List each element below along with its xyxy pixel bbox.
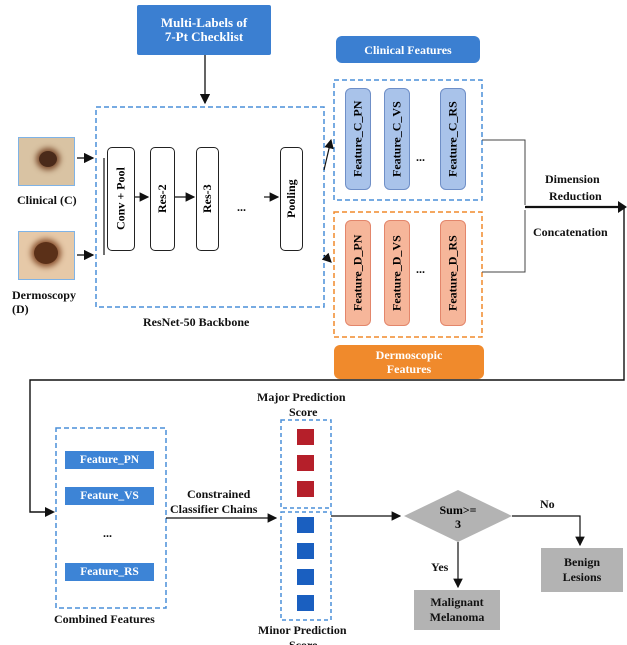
clinical-feature-ellipsis: ... [416, 150, 425, 164]
dermoscopy-image [18, 231, 75, 280]
feature-c-pn: Feature_C_PN [345, 88, 371, 190]
combined-feature-rs: Feature_RS [65, 563, 154, 581]
malignant-melanoma-box: Malignant Melanoma [414, 590, 500, 630]
dimension-label-line1: Dimension [545, 172, 600, 186]
multilabel-line2: 7-Pt Checklist [164, 29, 244, 44]
clinical-image [18, 137, 75, 186]
minor-score-square [297, 569, 314, 585]
dermoscopic-feature-ellipsis: ... [416, 262, 425, 276]
combined-features-caption: Combined Features [54, 612, 155, 626]
minor-score-square [297, 517, 314, 533]
feature-d-rs: Feature_D_RS [440, 220, 466, 326]
minor-score-label-line1: Minor Prediction [258, 623, 347, 637]
feature-d-vs: Feature_D_VS [384, 220, 410, 326]
dermoscopic-feature-frame [333, 211, 483, 338]
decision-condition: Sum>= 3 [439, 503, 477, 531]
benign-lesions-box: Benign Lesions [541, 548, 623, 592]
combined-feature-vs: Feature_VS [65, 487, 154, 505]
backbone-block-conv-pool: Conv + Pool [107, 147, 135, 251]
major-score-frame [280, 419, 332, 509]
feature-c-rs: Feature_C_RS [440, 88, 466, 190]
feature-d-pn: Feature_D_PN [345, 220, 371, 326]
combined-feature-pn: Feature_PN [65, 451, 154, 469]
major-score-label-line2: Score [289, 405, 318, 419]
multilabel-line1: Multi-Labels of [160, 15, 248, 30]
backbone-caption: ResNet-50 Backbone [143, 315, 250, 329]
no-label: No [540, 497, 555, 511]
minor-score-frame [280, 511, 332, 621]
concatenation-label: Concatenation [533, 225, 608, 239]
yes-label: Yes [431, 560, 449, 574]
classifier-line1: Constrained [187, 487, 251, 501]
dermoscopic-features-title: Dermoscopic Features [334, 345, 484, 379]
major-score-square [297, 455, 314, 471]
backbone-ellipsis: ... [237, 200, 246, 214]
clinical-input-label: Clinical (C) [17, 193, 77, 207]
multilabel-box: Multi-Labels of 7-Pt Checklist [137, 5, 271, 55]
minor-score-label-line2: Score [289, 638, 318, 645]
minor-score-square [297, 543, 314, 559]
major-score-square [297, 429, 314, 445]
dimension-label-line2: Reduction [549, 189, 602, 203]
backbone-block-pooling: Pooling [280, 147, 303, 251]
classifier-line2: Classifier Chains [170, 502, 258, 516]
combined-feature-ellipsis: ... [103, 526, 112, 540]
dermoscopy-input-label: Dermoscopy (D) [12, 288, 76, 316]
backbone-frame [95, 106, 325, 308]
backbone-block-res3: Res-3 [196, 147, 219, 251]
decision-diamond [404, 490, 512, 542]
minor-score-square [297, 595, 314, 611]
major-score-label-line1: Major Prediction [257, 390, 346, 404]
backbone-block-res2: Res-2 [150, 147, 175, 251]
feature-c-vs: Feature_C_VS [384, 88, 410, 190]
major-score-square [297, 481, 314, 497]
clinical-features-title: Clinical Features [336, 36, 480, 63]
